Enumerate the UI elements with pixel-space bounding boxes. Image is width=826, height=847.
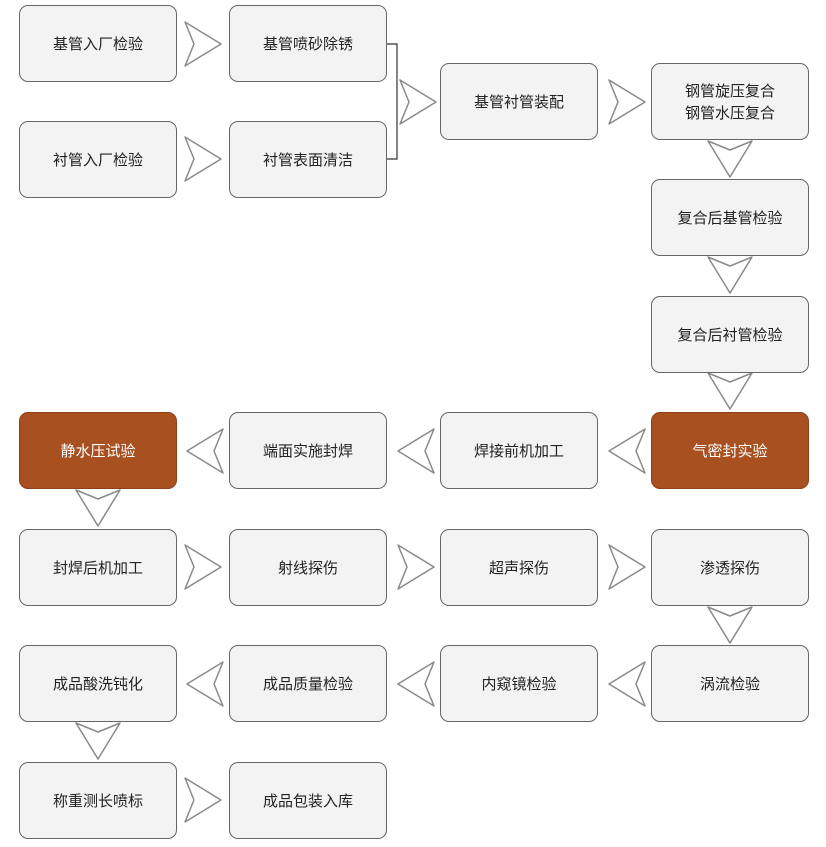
step-packaging-storage: 成品包装入库 (229, 762, 387, 839)
flow-arrow-right-icon (397, 544, 435, 590)
step-post-compound-liner-inspection: 复合后衬管检验 (651, 296, 809, 373)
step-post-compound-base-inspection: 复合后基管检验 (651, 179, 809, 256)
step-penetrant-testing: 渗透探伤 (651, 529, 809, 606)
flow-arrow-left-icon (608, 428, 646, 474)
flow-arrow-down-icon (707, 606, 753, 644)
flow-arrow-left-icon (397, 428, 435, 474)
step-base-liner-assembly: 基管衬管装配 (440, 63, 598, 140)
step-weighing-marking: 称重测长喷标 (19, 762, 177, 839)
step-endoscope-inspection: 内窥镜检验 (440, 645, 598, 722)
flow-arrow-right-icon (184, 777, 222, 823)
flow-arrow-left-icon (397, 661, 435, 707)
step-pre-weld-machining: 焊接前机加工 (440, 412, 598, 489)
step-label: 射线探伤 (277, 558, 338, 577)
flow-arrow-down-icon (707, 372, 753, 410)
merge-connector (387, 43, 398, 160)
step-liner-incoming-inspection: 衬管入厂检验 (19, 121, 177, 198)
step-label: 渗透探伤 (699, 558, 760, 577)
step-finished-quality-inspection: 成品质量检验 (229, 645, 387, 722)
step-radiographic-testing: 射线探伤 (229, 529, 387, 606)
flow-arrow-right-icon (184, 21, 222, 67)
step-label: 气密封实验 (692, 441, 768, 460)
step-base-tube-incoming-inspection: 基管入厂检验 (19, 5, 177, 82)
flow-arrow-left-icon (186, 428, 224, 474)
step-ultrasonic-testing: 超声探伤 (440, 529, 598, 606)
step-label: 封焊后机加工 (52, 558, 143, 577)
step-label: 衬管表面清洁 (262, 150, 353, 169)
step-label: 成品质量检验 (262, 674, 353, 693)
step-pickling-passivation: 成品酸洗钝化 (19, 645, 177, 722)
step-liner-surface-cleaning: 衬管表面清洁 (229, 121, 387, 198)
flow-arrow-down-icon (75, 722, 121, 760)
step-base-tube-sandblasting: 基管喷砂除锈 (229, 5, 387, 82)
step-label: 涡流检验 (699, 674, 760, 693)
flow-arrow-down-icon (707, 256, 753, 294)
flow-arrow-left-icon (608, 661, 646, 707)
flow-arrow-down-icon (75, 489, 121, 527)
flow-arrow-right-icon (184, 544, 222, 590)
step-label: 基管衬管装配 (473, 92, 564, 111)
step-air-tightness-test: 气密封实验 (651, 412, 809, 489)
step-label: 复合后基管检验 (677, 208, 783, 227)
step-label: 端面实施封焊 (262, 441, 353, 460)
step-label: 基管喷砂除锈 (262, 34, 353, 53)
step-label: 焊接前机加工 (473, 441, 564, 460)
step-label: 复合后衬管检验 (677, 325, 783, 344)
step-label-line-1: 钢管旋压复合 (684, 81, 775, 100)
flow-arrow-right-icon (608, 544, 646, 590)
step-label: 内窥镜检验 (481, 674, 557, 693)
step-label: 超声探伤 (488, 558, 549, 577)
step-hydrostatic-test: 静水压试验 (19, 412, 177, 489)
step-eddy-current-testing: 涡流检验 (651, 645, 809, 722)
step-label-line-2: 钢管水压复合 (684, 103, 775, 122)
step-post-weld-machining: 封焊后机加工 (19, 529, 177, 606)
flow-arrow-right-icon (399, 79, 437, 125)
flow-arrow-right-icon (184, 136, 222, 182)
step-label: 称重测长喷标 (52, 791, 143, 810)
step-end-seal-welding: 端面实施封焊 (229, 412, 387, 489)
step-label: 基管入厂检验 (52, 34, 143, 53)
step-spin-press-compound: 钢管旋压复合 钢管水压复合 (651, 63, 809, 140)
flow-arrow-down-icon (707, 140, 753, 178)
step-label: 成品包装入库 (262, 791, 353, 810)
flow-arrow-right-icon (608, 79, 646, 125)
step-label: 成品酸洗钝化 (52, 674, 143, 693)
step-label: 衬管入厂检验 (52, 150, 143, 169)
flow-arrow-left-icon (186, 661, 224, 707)
step-label: 静水压试验 (60, 441, 136, 460)
